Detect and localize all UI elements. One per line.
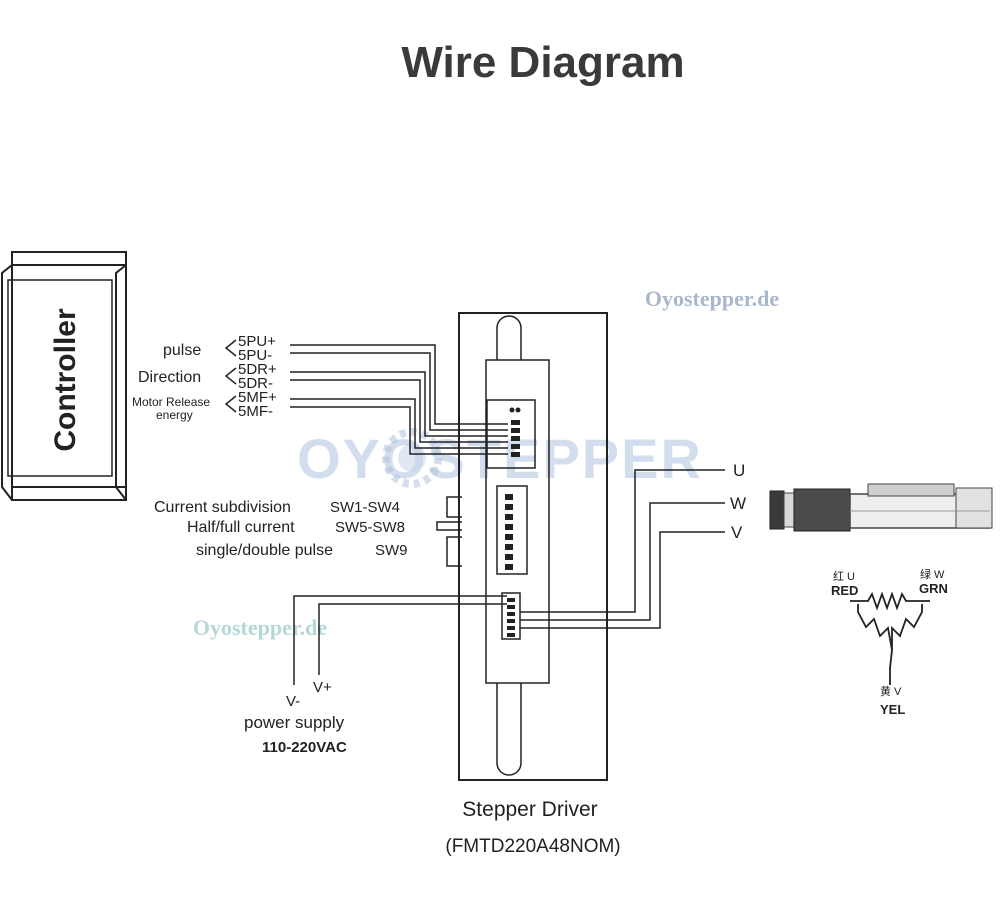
watermark-center-logo: OYOSTEPPER [297,427,703,490]
driver-model: (FMTD220A48NOM) [445,836,620,857]
signal-group-energy: energy [156,408,193,422]
power-voltage: 110-220VAC [262,739,347,756]
motor-wires [520,469,725,629]
pin-5pu-minus: 5PU- [238,347,272,364]
pin-5mf-minus: 5MF- [238,403,273,420]
winding-yel-cn: 黄 V [880,684,902,698]
pin-5pu-plus: 5PU+ [238,333,276,350]
winding-red-cn: 红 U [833,570,855,583]
watermark-top-right: Oyostepper.de [645,286,779,311]
page-title: Wire Diagram [401,38,684,87]
power-v-plus: V+ [313,679,332,696]
connector-pins [505,407,521,637]
winding-yel: YEL [880,702,905,717]
power-v-minus: V- [286,693,300,710]
signal-group-pulse: pulse [163,342,201,359]
switch-name-3: single/double pulse [196,542,333,559]
switch-code-1: SW1-SW4 [330,499,400,516]
gear-icon [382,428,442,488]
driver-name: Stepper Driver [462,798,597,821]
winding-diagram [850,591,930,685]
pin-5mf-plus: 5MF+ [238,389,277,406]
output-w: W [730,494,746,513]
stepper-driver [458,312,608,781]
controller-box [1,251,127,501]
switch-name-1: Current subdivision [154,499,291,516]
power-wires [293,595,507,685]
switch-code-2: SW5-SW8 [335,519,405,536]
pin-5dr-plus: 5DR+ [238,361,277,378]
output-v: V [731,523,743,542]
linear-actuator-image [769,483,993,532]
switch-brackets [436,496,462,567]
power-supply-label: power supply [244,713,345,732]
pin-5dr-minus: 5DR- [238,375,273,392]
signal-brackets [224,339,237,413]
controller-label: Controller [49,308,82,452]
winding-red: RED [831,583,858,598]
signal-group-direction: Direction [138,369,201,386]
switch-code-3: SW9 [375,542,408,559]
winding-grn: GRN [919,581,948,596]
winding-grn-cn: 绿 W [920,567,945,581]
output-u: U [733,461,745,480]
switch-name-2: Half/full current [187,519,295,536]
watermark-left: Oyostepper.de [193,615,327,640]
signal-group-motor-release: Motor Release [132,395,210,409]
